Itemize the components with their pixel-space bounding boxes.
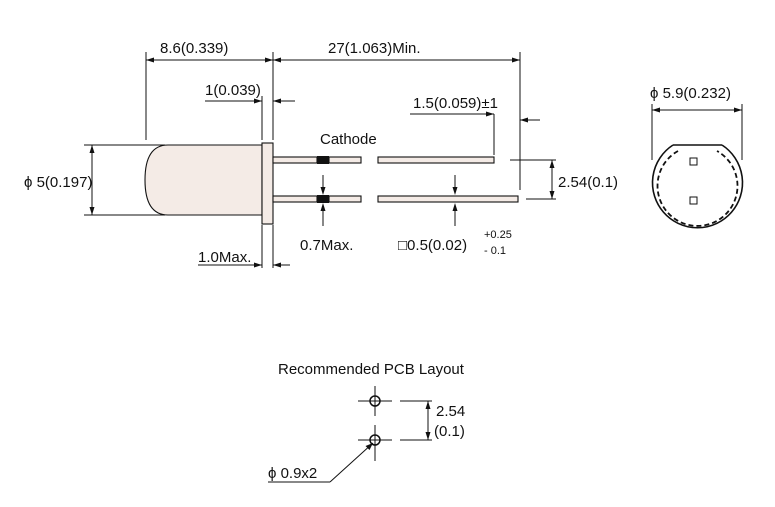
dim-lead-length: 27(1.063)Min.	[328, 40, 421, 57]
led-dome	[144, 144, 263, 216]
pcb-hole-label: ϕ 0.9x2	[268, 465, 317, 482]
dim-flange-diameter: ϕ 5.9(0.232)	[650, 85, 731, 102]
dim-standoff-max: 0.7Max.	[300, 237, 353, 254]
led-side-view	[144, 142, 519, 225]
cathode-label: Cathode	[320, 131, 377, 148]
dim-tol-minus: - 0.1	[484, 245, 506, 257]
top-lead-anode	[689, 157, 698, 166]
pcb-hole-2	[369, 434, 381, 446]
dome-outline	[656, 150, 739, 227]
dim-overall-body: 8.6(0.339)	[160, 40, 228, 57]
dim-diameter: ϕ 5(0.197)	[24, 174, 92, 191]
flange-outline	[651, 144, 744, 229]
lead-upper-far	[377, 156, 495, 164]
dim-lead-pitch: 2.54(0.1)	[558, 174, 618, 191]
pcb-title: Recommended PCB Layout	[278, 361, 465, 378]
pcb-pitch-in: (0.1)	[434, 423, 465, 440]
lead-upper-near	[272, 156, 362, 164]
dim-flange-max: 1.0Max.	[198, 249, 251, 266]
led-top-view	[651, 144, 744, 229]
pcb-hole-1	[369, 395, 381, 407]
top-lead-cathode	[689, 196, 698, 205]
led-flange	[261, 142, 274, 225]
lead-lower-near	[272, 195, 362, 203]
pcb-pitch-mm: 2.54	[436, 403, 465, 420]
dim-tol-plus: +0.25	[484, 229, 512, 241]
dim-lead-square: □0.5(0.02)	[398, 237, 467, 254]
dimension-lines	[84, 52, 743, 268]
pcb-layout	[268, 386, 432, 483]
lead-lower-far	[377, 195, 519, 203]
dim-lead-offset: 1.5(0.059)±1	[413, 95, 498, 112]
dim-flange: 1(0.039)	[205, 82, 261, 99]
